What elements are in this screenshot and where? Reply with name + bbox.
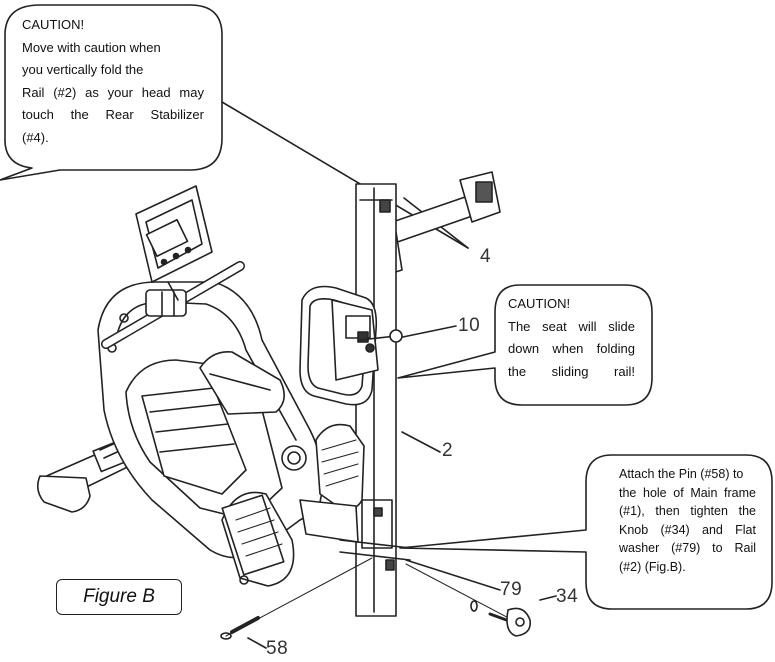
figure-label: Figure B [56, 579, 182, 615]
head-caution-text: CAUTION! Move with caution when you vert… [22, 14, 204, 149]
flat-washer [405, 563, 521, 625]
leader-58 [247, 637, 267, 649]
part-label-4: 4 [480, 246, 492, 267]
seat-caution-line-2: down when folding [508, 341, 635, 356]
pin [220, 557, 373, 640]
handlebar [101, 261, 245, 349]
head-caution-line-3: Rail (#2) as your head may [22, 84, 204, 100]
seat-caution-text: CAUTION! The seat will slide down when f… [508, 293, 635, 383]
seat [299, 285, 403, 406]
head-caution-title: CAUTION! [22, 17, 85, 32]
head-caution-line-1: Move with caution when [22, 39, 161, 55]
part-label-79: 79 [500, 579, 523, 600]
knob [488, 607, 532, 637]
part-label-58: 58 [266, 638, 289, 659]
pin-instruction-bubble [399, 454, 773, 610]
pin-instruction-line-1: Attach the Pin (#58) to [619, 467, 744, 481]
pin-instruction-line-3: (#1), then tighten the [619, 504, 756, 518]
seat-caution-bubble [397, 284, 653, 406]
pin-instruction-line-4: Knob (#34) and Flat [619, 522, 756, 537]
leader-2 [401, 431, 441, 453]
pin-instruction-line-6: (#2) (Fig.B). [619, 559, 686, 574]
pin-instruction-line-5: washer (#79) to Rail [619, 541, 756, 555]
leader-79 [405, 559, 501, 591]
head-caution-line-5: (#4). [22, 129, 49, 145]
part-label-2: 2 [442, 440, 454, 461]
part-label-10: 10 [458, 315, 481, 336]
foot-pedals [221, 423, 365, 587]
leader-10 [397, 325, 457, 339]
seat-caution-line-3: the sliding rail! [508, 363, 635, 379]
main-frame [97, 281, 324, 559]
seat-caution-line-1: The seat will slide [508, 318, 635, 334]
head-caution-bubble [0, 4, 223, 181]
console [135, 185, 213, 301]
head-caution-line-2: you vertically fold the [22, 62, 144, 77]
part-label-34: 34 [556, 586, 579, 607]
head-caution-line-4: touch the Rear Stabilizer [22, 107, 204, 122]
leader-34 [539, 595, 557, 601]
lower-frame [299, 499, 411, 561]
pin-instruction-line-2: the hole of Main frame [619, 485, 756, 500]
pin-instruction-text: Attach the Pin (#58) to the hole of Main… [619, 465, 756, 576]
seat-caution-title: CAUTION! [508, 296, 571, 311]
